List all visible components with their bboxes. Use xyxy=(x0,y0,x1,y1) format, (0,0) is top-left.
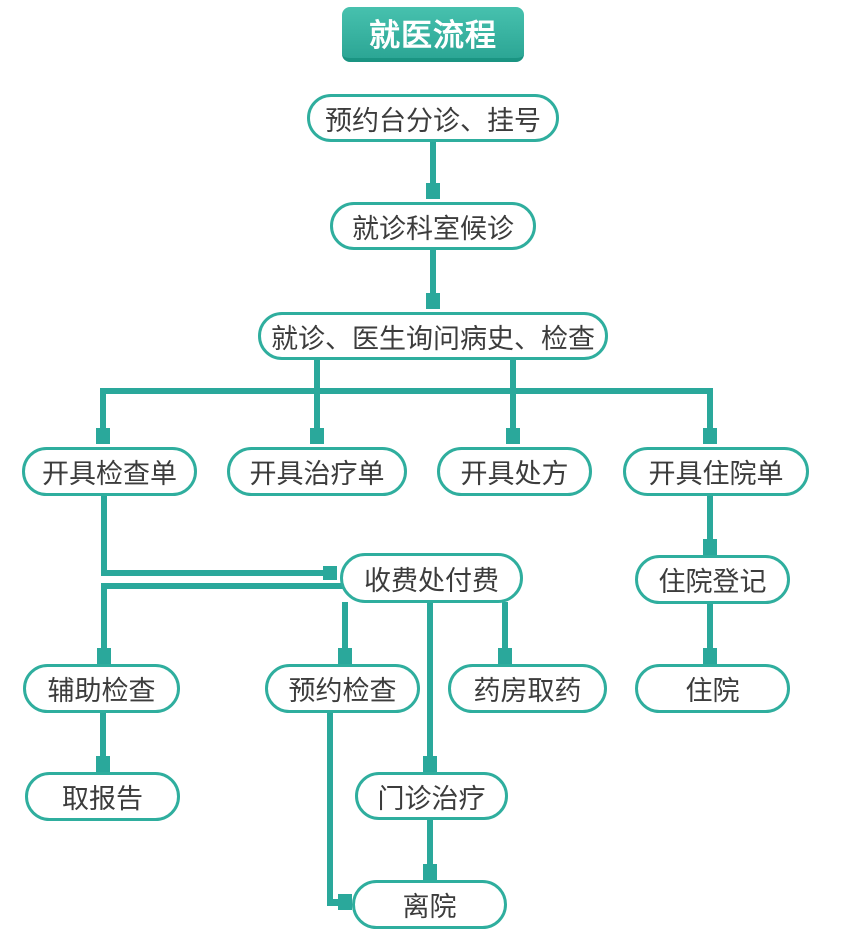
node-leave-hospital: 离院 xyxy=(352,880,507,929)
edge-appointment-to-waiting xyxy=(430,142,436,184)
edge-scheduled-to-leave xyxy=(327,899,341,906)
arrowhead-down-icon xyxy=(338,648,352,664)
arrowhead-right-icon xyxy=(323,566,337,580)
arrowhead-down-icon xyxy=(97,648,111,664)
node-collect-report: 取报告 xyxy=(25,772,180,821)
arrowhead-down-icon xyxy=(423,864,437,880)
edge-cashier-to-outpatient xyxy=(427,602,433,756)
edge-consultation-to-admission-form xyxy=(707,388,713,428)
arrowhead-down-icon xyxy=(703,648,717,664)
node-issue-prescription: 开具处方 xyxy=(437,447,592,496)
arrowhead-down-icon xyxy=(96,428,110,444)
node-outpatient-treatment: 门诊治疗 xyxy=(355,772,508,820)
edge-registration-to-hospitalization xyxy=(707,604,713,648)
edge-outpatient-to-leave xyxy=(427,820,433,864)
arrowhead-down-icon xyxy=(426,293,440,309)
arrowhead-down-icon xyxy=(498,648,512,664)
edge-consultation-branch-rail xyxy=(100,388,713,394)
arrowhead-down-icon xyxy=(703,539,717,555)
edge-waiting-to-consultation xyxy=(430,250,436,294)
edge-consultation-to-prescription xyxy=(510,360,516,428)
node-department-waiting: 就诊科室候诊 xyxy=(330,202,536,250)
edge-consultation-to-examination-form xyxy=(100,388,106,428)
edge-cashier-to-scheduled xyxy=(342,602,348,648)
edge-admission-form-to-registration xyxy=(707,496,713,539)
node-hospitalization: 住院 xyxy=(635,664,790,713)
node-scheduled-examination: 预约检查 xyxy=(265,664,420,713)
edge-consultation-to-treatment-form xyxy=(314,360,320,428)
edge-examination-form-to-cashier xyxy=(101,570,323,576)
arrowhead-right-icon xyxy=(338,894,352,910)
arrowhead-down-icon xyxy=(310,428,324,444)
arrowhead-down-icon xyxy=(703,428,717,444)
edge-examination-form-to-cashier xyxy=(101,496,107,576)
arrowhead-down-icon xyxy=(426,183,440,199)
node-pharmacy-dispensing: 药房取药 xyxy=(448,664,607,713)
arrowhead-down-icon xyxy=(506,428,520,444)
node-appointment-triage-registration: 预约台分诊、挂号 xyxy=(307,94,559,142)
edge-cashier-to-auxiliary xyxy=(101,583,107,648)
node-issue-admission-form: 开具住院单 xyxy=(623,447,809,496)
node-consultation-history-examination: 就诊、医生询问病史、检查 xyxy=(258,312,608,360)
node-admission-registration: 住院登记 xyxy=(635,555,790,604)
edge-cashier-to-pharmacy xyxy=(502,602,508,648)
node-issue-examination-form: 开具检查单 xyxy=(22,447,197,496)
flowchart-title: 就医流程 xyxy=(342,7,524,62)
node-auxiliary-examination: 辅助检查 xyxy=(23,664,180,713)
edge-scheduled-to-leave xyxy=(327,713,333,906)
arrowhead-down-icon xyxy=(96,756,110,772)
edge-cashier-to-auxiliary xyxy=(101,583,347,589)
arrowhead-down-icon xyxy=(423,756,437,772)
node-issue-treatment-form: 开具治疗单 xyxy=(227,447,407,496)
edge-auxiliary-to-report xyxy=(100,713,106,756)
node-cashier-payment: 收费处付费 xyxy=(340,553,523,603)
